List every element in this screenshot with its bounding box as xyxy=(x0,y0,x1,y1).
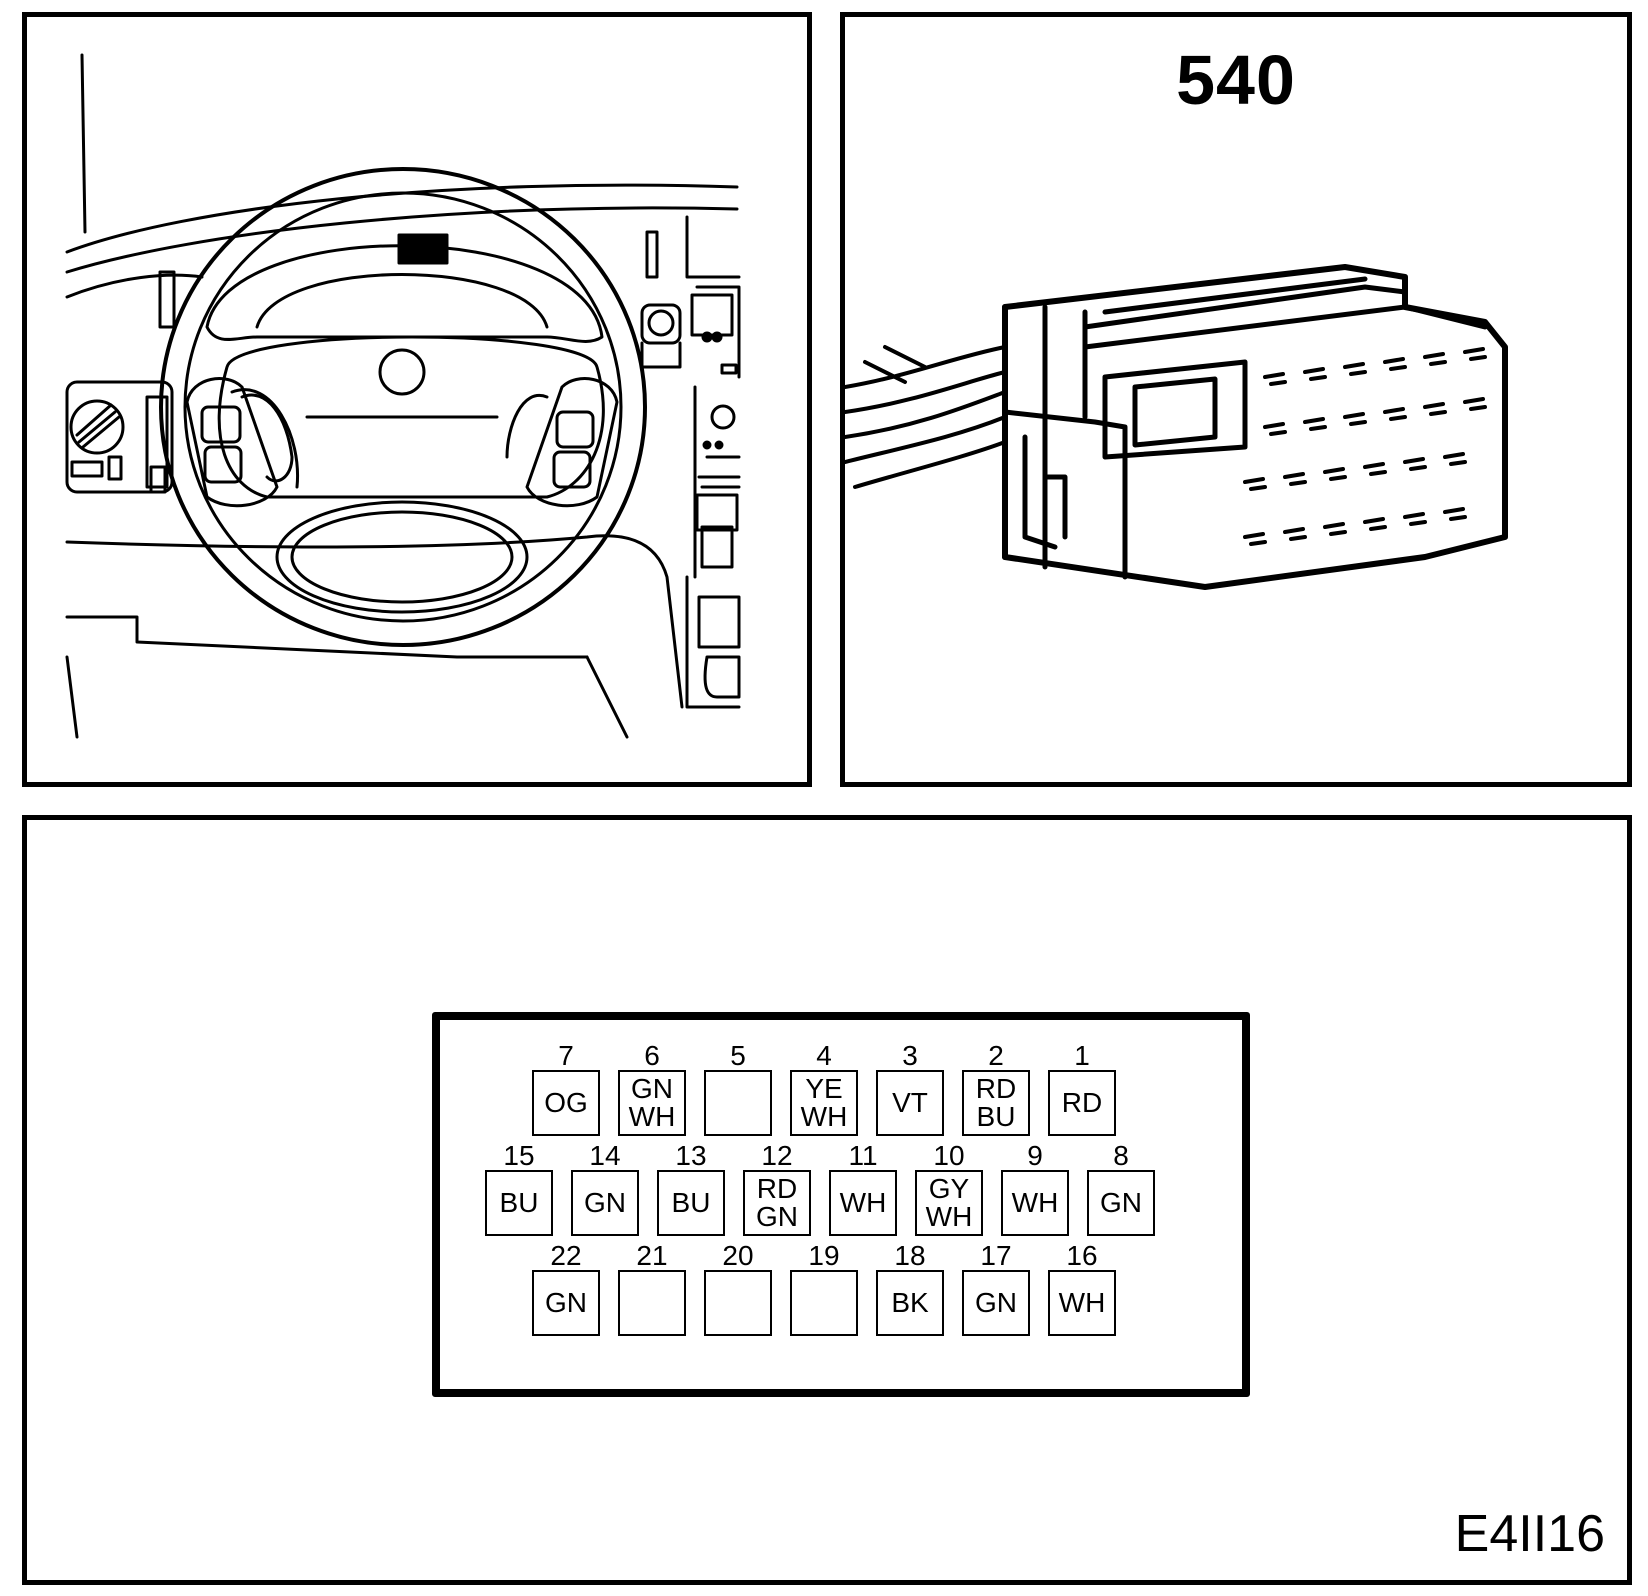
wire-color: RD xyxy=(1061,1087,1103,1118)
pin-number: 22 xyxy=(550,1240,582,1271)
pin-number: 18 xyxy=(894,1240,926,1271)
wire-color: WH xyxy=(839,1187,887,1218)
wire-color: WH xyxy=(1058,1287,1106,1318)
pin-number: 9 xyxy=(1027,1140,1043,1171)
pin-cavity xyxy=(790,1270,858,1336)
wire-color: BU xyxy=(499,1187,539,1218)
wire-color: OG xyxy=(544,1087,588,1118)
pin-cavity: VT xyxy=(876,1070,944,1136)
wire-color: GN xyxy=(545,1287,587,1318)
connector-view-panel: 540 xyxy=(840,12,1632,787)
wire-color: VT xyxy=(892,1087,928,1118)
pin-cavity: GN xyxy=(962,1270,1030,1336)
pin-number: 17 xyxy=(980,1240,1012,1271)
pin-cavity: OG xyxy=(532,1070,600,1136)
wire-color: GN xyxy=(584,1187,626,1218)
pin-cavity: RD GN xyxy=(743,1170,811,1236)
pin-cavity: BU xyxy=(657,1170,725,1236)
pin-number: 3 xyxy=(902,1040,918,1071)
pin-number: 7 xyxy=(558,1040,574,1071)
pin-cavity: RD xyxy=(1048,1070,1116,1136)
location-view-panel xyxy=(22,12,812,787)
pin-number: 19 xyxy=(808,1240,840,1271)
wire-color: BK xyxy=(891,1287,929,1318)
pin-number: 20 xyxy=(722,1240,754,1271)
pin-number: 16 xyxy=(1066,1240,1098,1271)
wire-color: GN xyxy=(1100,1187,1142,1218)
wire-color: BU xyxy=(671,1187,711,1218)
connector-number: 540 xyxy=(1176,41,1296,119)
wire-color: GN xyxy=(975,1287,1017,1318)
dashboard-illustration xyxy=(65,53,741,739)
pin-cavity: WH xyxy=(1001,1170,1069,1236)
wire-color: RD GN xyxy=(756,1173,798,1232)
pin-number: 1 xyxy=(1074,1040,1090,1071)
pin-cavity: GN xyxy=(532,1270,600,1336)
pin-cavity: BU xyxy=(485,1170,553,1236)
pin-cavity: GY WH xyxy=(915,1170,983,1236)
pin-number: 8 xyxy=(1113,1140,1129,1171)
connector-illustration xyxy=(845,264,1508,590)
pin-number: 10 xyxy=(933,1140,965,1171)
pin-number: 13 xyxy=(675,1140,707,1171)
wire-color: WH xyxy=(1011,1187,1059,1218)
pin-cavity: WH xyxy=(1048,1270,1116,1336)
pin-number: 6 xyxy=(644,1040,660,1071)
pin-cavity: GN xyxy=(571,1170,639,1236)
pin-number: 15 xyxy=(503,1140,535,1171)
pin-cavity: YE WH xyxy=(790,1070,858,1136)
pin-number: 14 xyxy=(589,1140,621,1171)
pin-cavity xyxy=(704,1270,772,1336)
pin-number: 12 xyxy=(761,1140,793,1171)
pin-number: 2 xyxy=(988,1040,1004,1071)
pin-cavity: GN WH xyxy=(618,1070,686,1136)
wire-color: GY WH xyxy=(925,1173,973,1232)
wire-color: RD BU xyxy=(975,1073,1017,1132)
pin-number: 5 xyxy=(730,1040,746,1071)
wire-color: YE WH xyxy=(800,1073,848,1132)
pin-cavity xyxy=(618,1270,686,1336)
pin-cavity: RD BU xyxy=(962,1070,1030,1136)
pin-number: 4 xyxy=(816,1040,832,1071)
figure-code: E4II16 xyxy=(1454,1505,1605,1563)
pin-cavity: BK xyxy=(876,1270,944,1336)
pin-number: 21 xyxy=(636,1240,668,1271)
pin-number: 11 xyxy=(848,1140,878,1171)
pin-cavity xyxy=(704,1070,772,1136)
pin-cavity: GN xyxy=(1087,1170,1155,1236)
wire-color: GN WH xyxy=(628,1073,676,1132)
pin-cavity: WH xyxy=(829,1170,897,1236)
